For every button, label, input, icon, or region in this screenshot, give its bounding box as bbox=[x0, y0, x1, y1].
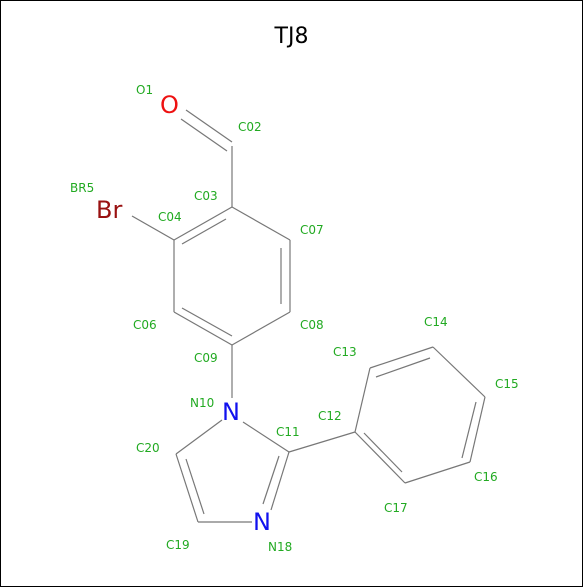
molecule-title: TJ8 bbox=[274, 24, 309, 49]
element-o1: O bbox=[160, 91, 179, 119]
bond-c17-c12 bbox=[354, 431, 406, 484]
atom-label-c15: C15 bbox=[495, 377, 519, 391]
bond-c17-c12-inner bbox=[363, 432, 403, 473]
bonds bbox=[131, 109, 486, 523]
bond-c20-c19 bbox=[175, 453, 199, 523]
atom-label-c07: C07 bbox=[300, 223, 324, 237]
atom-label-br5: BR5 bbox=[70, 181, 94, 195]
atom-label-c11: C11 bbox=[276, 425, 300, 439]
atom-label-c20: C20 bbox=[136, 441, 160, 455]
atom-label-c14: C14 bbox=[424, 315, 448, 329]
atom-label-c12: C12 bbox=[318, 409, 342, 423]
bond-o1-c02-second bbox=[180, 118, 228, 152]
bond-c16-c17 bbox=[404, 461, 471, 484]
atom-label-c19: C19 bbox=[166, 538, 190, 552]
element-symbols: O Br N N bbox=[96, 91, 271, 536]
bond-o1-c02 bbox=[185, 109, 233, 143]
atom-label-c08: C08 bbox=[300, 318, 324, 332]
element-n10: N bbox=[222, 398, 240, 426]
element-br5: Br bbox=[96, 196, 122, 224]
bond-n10-c11 bbox=[242, 421, 290, 453]
bond-c20-c19-inner bbox=[185, 458, 205, 515]
element-n18: N bbox=[253, 508, 271, 536]
atom-labels: O1 C02 BR5 C03 C04 C07 C06 C08 C09 C13 C… bbox=[70, 83, 519, 554]
atom-label-n10: N10 bbox=[190, 396, 214, 410]
bond-c06-c09 bbox=[173, 311, 233, 346]
atom-label-c13: C13 bbox=[333, 345, 357, 359]
atom-label-c09: C09 bbox=[194, 351, 218, 365]
atom-label-c02: C02 bbox=[238, 120, 262, 134]
bond-c06-c09-inner bbox=[181, 307, 233, 337]
bond-c12-c13 bbox=[354, 367, 371, 433]
bond-c13-c14 bbox=[369, 346, 434, 369]
atom-label-c06: C06 bbox=[133, 318, 157, 332]
bond-n10-c20 bbox=[175, 419, 223, 455]
atom-label-c17: C17 bbox=[384, 501, 408, 515]
bond-c14-c15 bbox=[432, 346, 486, 398]
bond-n18-c11 bbox=[270, 451, 290, 511]
bond-c03-c04-inner bbox=[181, 218, 227, 245]
bond-c04-br5 bbox=[131, 215, 175, 241]
atom-label-c04: C04 bbox=[158, 210, 182, 224]
bond-c11-c12 bbox=[288, 431, 356, 453]
atom-label-c16: C16 bbox=[474, 470, 498, 484]
atom-label-o1: O1 bbox=[136, 83, 153, 97]
bond-c15-c16-inner bbox=[461, 401, 477, 459]
atom-label-n18: N18 bbox=[268, 540, 292, 554]
bond-c03-c04 bbox=[173, 206, 233, 241]
atom-label-c03: C03 bbox=[194, 189, 218, 203]
bond-c08-c09 bbox=[231, 311, 291, 346]
bond-c15-c16 bbox=[469, 396, 486, 463]
bond-c13-c14-inner bbox=[375, 357, 431, 378]
bond-c03-c07 bbox=[231, 206, 291, 241]
bond-n18-c11-inner bbox=[262, 455, 280, 505]
